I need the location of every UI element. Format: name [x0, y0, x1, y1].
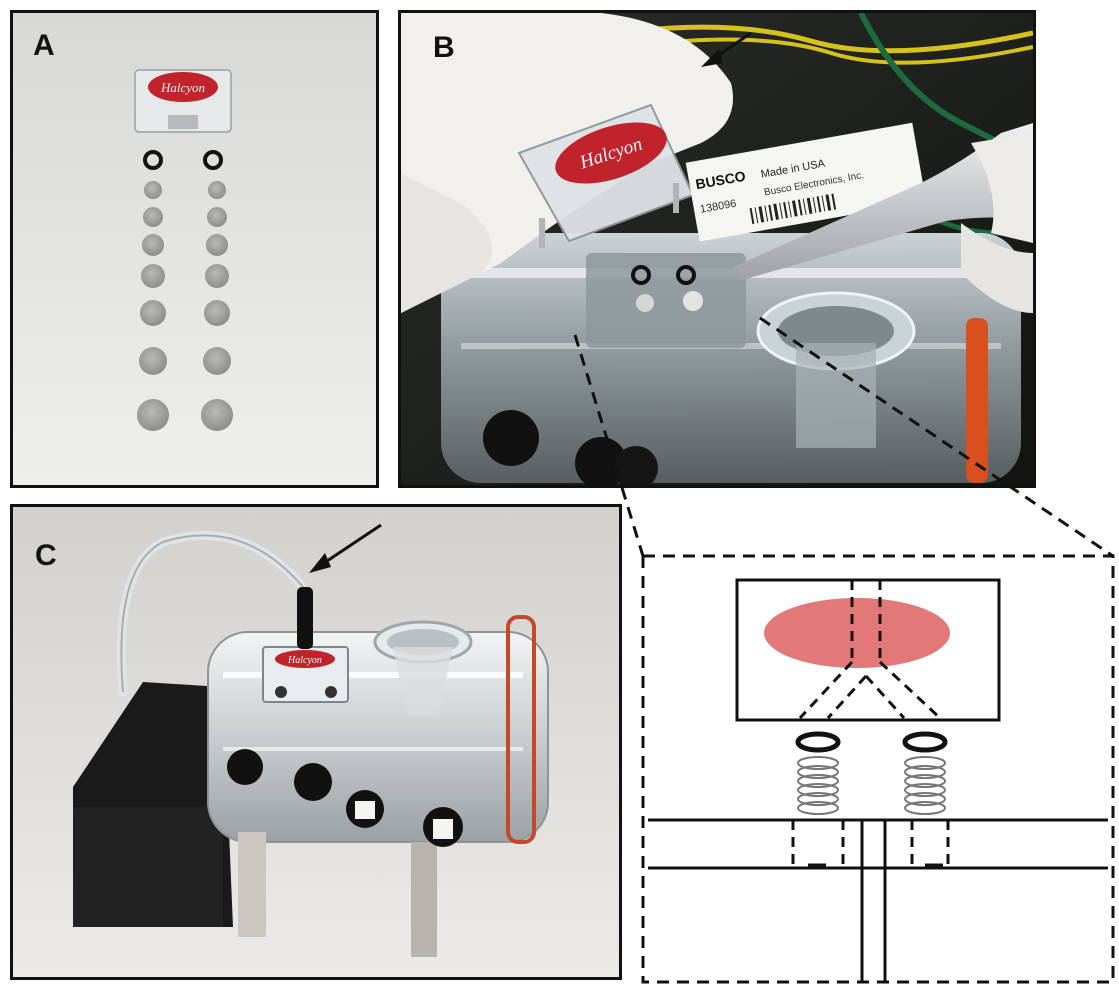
halcyon-cap: Halcyon [134, 69, 232, 133]
panel-a-label: A [33, 29, 55, 62]
panel-b: Halcyon BUSCO Made in USA 138096 Busco E… [398, 10, 1036, 488]
halcyon-logo-text-a: Halcyon [160, 80, 205, 95]
indicator-arrow-b [701, 31, 752, 67]
schematic-mesh-stack-left [797, 756, 839, 815]
panel-b-label: B [433, 31, 455, 64]
indicator-arrow-c [309, 523, 382, 573]
mesh-disc-column-left [137, 181, 169, 431]
panel-b-photo: Halcyon BUSCO Made in USA 138096 Busco E… [401, 13, 1033, 485]
panel-c-label: C [35, 539, 57, 572]
panel-a: Halcyon A [10, 10, 379, 488]
panel-c-photo: Halcyon [13, 507, 619, 977]
halcyon-logo-text-c: Halcyon [287, 655, 322, 666]
schematic-logo-ellipse [764, 598, 950, 668]
panel-a-photo: Halcyon [13, 13, 376, 485]
mesh-disc-column-right [201, 181, 233, 431]
sticker-barcode [749, 193, 837, 225]
schematic-mesh-stack-right [904, 756, 946, 815]
halcyon-cap-held: Halcyon [517, 103, 695, 248]
schematic-panel [641, 554, 1115, 984]
panel-c: Halcyon C [10, 504, 622, 980]
o-ring-pair [143, 150, 223, 170]
